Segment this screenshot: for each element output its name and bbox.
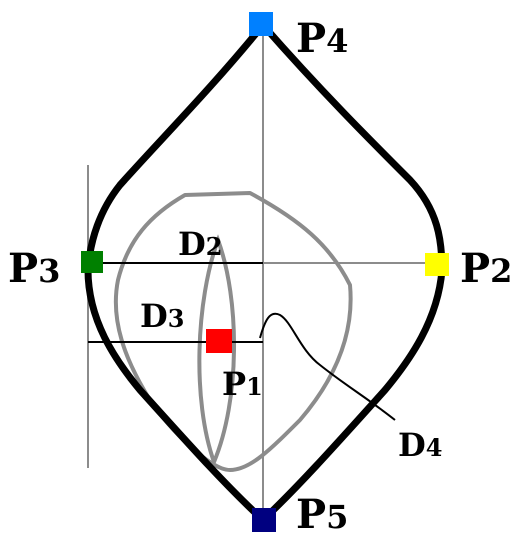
p5-marker — [252, 508, 276, 532]
p3-label: P3 — [8, 245, 60, 292]
p5-label: P5 — [296, 491, 348, 536]
p2-label: P2 — [460, 245, 512, 292]
p1-label: P1 — [222, 365, 263, 403]
p1-marker — [206, 329, 232, 353]
lens-outline — [84, 21, 446, 524]
d3-label: D3 — [140, 297, 184, 335]
d4-label: D4 — [398, 426, 442, 464]
gray-blob-shape — [113, 191, 353, 472]
p2-marker — [425, 253, 449, 276]
gray-loop-shape — [197, 234, 236, 468]
d2-label: D2 — [178, 225, 222, 263]
p4-label: P4 — [296, 15, 348, 62]
p4-marker — [249, 12, 273, 36]
d4-leader-line — [259, 312, 396, 421]
p3-marker — [81, 251, 103, 273]
